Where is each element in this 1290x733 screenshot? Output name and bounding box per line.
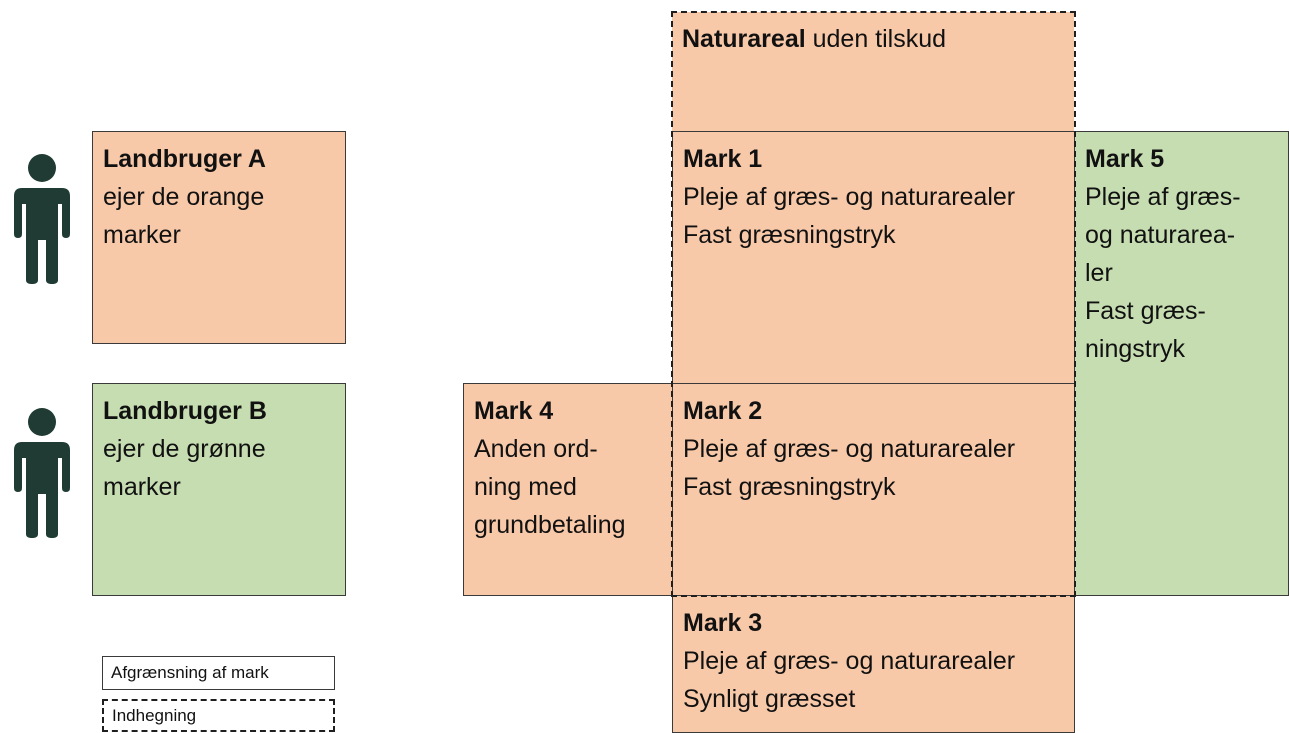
mark-1-title: Mark 1 [683, 145, 763, 173]
mark-4-field: Mark 4 Anden ord- ning med grundbetaling [463, 383, 673, 596]
farmer-a-box: Landbruger A ejer de orange marker [92, 131, 346, 344]
mark-3-line: Pleje af græs- og naturarealer [683, 647, 1016, 675]
mark-5-line: ningstryk [1085, 335, 1186, 363]
naturareal-title-bold: Naturareal [682, 25, 806, 53]
farmer-b-line: marker [103, 473, 181, 501]
farmer-b-title: Landbruger B [103, 397, 267, 425]
mark-3-field: Mark 3 Pleje af græs- og naturarealer Sy… [672, 595, 1075, 733]
mark-4-line: Anden ord- [474, 435, 598, 463]
naturareal-field: Naturareal uden tilskud [672, 12, 1074, 132]
mark-3-line: Synligt græsset [683, 685, 856, 713]
farmer-a-line: marker [103, 221, 181, 249]
mark-4-line: grundbetaling [474, 511, 626, 539]
farmer-a-title: Landbruger A [103, 145, 266, 173]
mark-2-line: Fast græsningstryk [683, 473, 896, 501]
mark-2-field: Mark 2 Pleje af græs- og naturarealer Fa… [672, 383, 1075, 596]
legend-enclosure: Indhegning [102, 699, 335, 732]
person-icon [14, 408, 70, 538]
legend-enclosure-label: Indhegning [112, 706, 197, 725]
mark-2-line: Pleje af græs- og naturarealer [683, 435, 1016, 463]
mark-1-field: Mark 1 Pleje af græs- og naturarealer Fa… [672, 131, 1075, 384]
farmer-b-line: ejer de grønne [103, 435, 266, 463]
farmer-a-line: ejer de orange [103, 183, 265, 211]
mark-1-line: Pleje af græs- og naturarealer [683, 183, 1016, 211]
legend-field-boundary-label: Afgrænsning af mark [111, 663, 269, 682]
mark-5-line: og naturarea- [1085, 221, 1236, 249]
legend-field-boundary: Afgrænsning af mark [102, 656, 335, 690]
farmer-b-box: Landbruger B ejer de grønne marker [92, 383, 346, 596]
naturareal-title-rest: uden tilskud [805, 25, 947, 53]
mark-4-line: ning med [474, 473, 577, 501]
mark-5-line: Fast græs- [1085, 297, 1206, 325]
naturareal-title: Naturareal uden tilskud [682, 20, 1064, 58]
mark-5-title: Mark 5 [1085, 145, 1165, 173]
mark-4-title: Mark 4 [474, 397, 554, 425]
mark-5-line: Pleje af græs- [1085, 183, 1241, 211]
mark-2-title: Mark 2 [683, 397, 763, 425]
person-icon [14, 154, 70, 284]
mark-1-line: Fast græsningstryk [683, 221, 896, 249]
mark-5-field: Mark 5 Pleje af græs- og naturarea- ler … [1074, 131, 1289, 596]
mark-3-title: Mark 3 [683, 609, 763, 637]
mark-5-line: ler [1085, 259, 1113, 287]
